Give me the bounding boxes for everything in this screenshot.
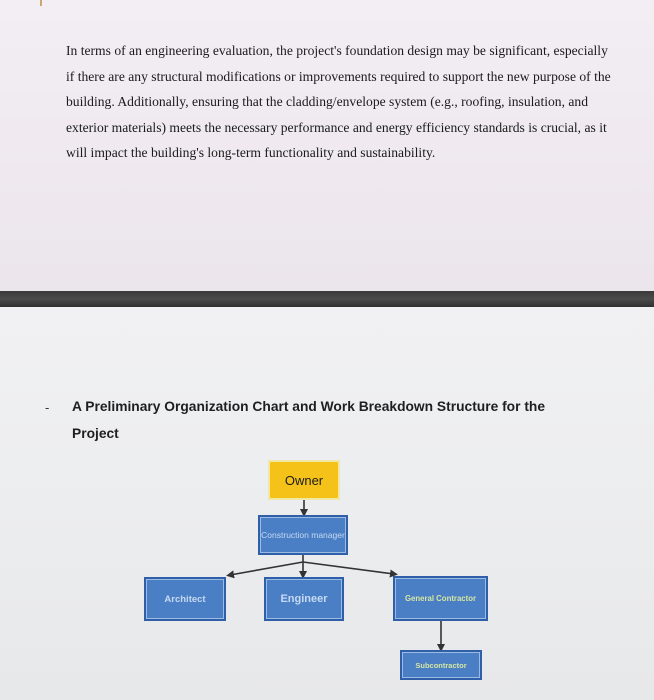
general-contractor-node: General Contractor: [393, 576, 488, 621]
owner-node: Owner: [268, 460, 340, 500]
engineer-node: Engineer: [264, 577, 344, 621]
document-page-bottom: [0, 307, 654, 700]
document-page-top: [0, 0, 654, 291]
engineering-evaluation-paragraph: In terms of an engineering evaluation, t…: [66, 43, 611, 161]
section-heading: A Preliminary Organization Chart and Wor…: [72, 399, 546, 441]
page-divider: [0, 291, 654, 307]
page-edge-mark: [40, 0, 42, 6]
construction-manager-node: Construction manager: [258, 515, 348, 555]
list-bullet: -: [45, 400, 50, 415]
subcontractor-node: Subcontractor: [400, 650, 482, 680]
architect-node: Architect: [144, 577, 226, 621]
